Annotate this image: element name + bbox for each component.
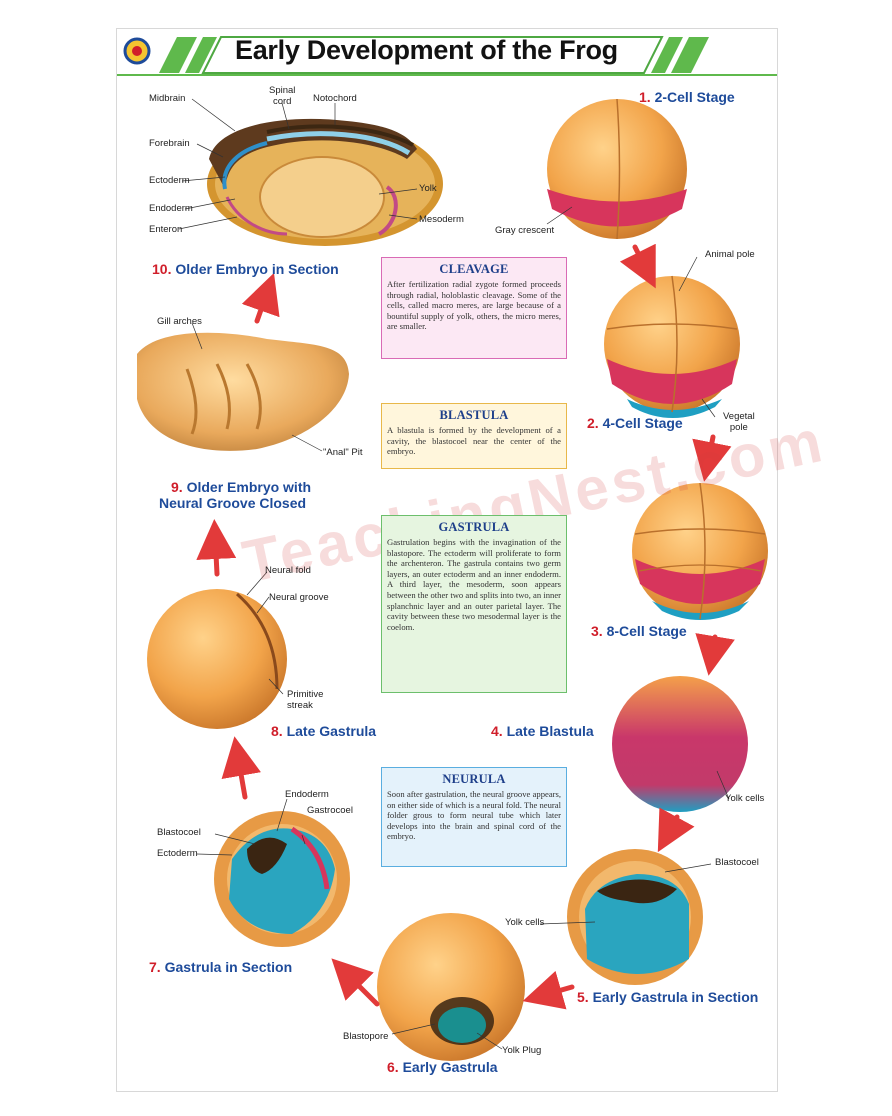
label-yolk-cells-early-gastrula: Yolk cells: [505, 917, 545, 928]
label-endoderm-top: Endoderm: [149, 203, 193, 214]
label-yolk-cells-blastula: Yolk cells: [725, 793, 765, 804]
info-box-gastrula-text: Gastrulation begins with the invaginatio…: [387, 537, 561, 632]
info-box-blastula-title: BLASTULA: [439, 408, 509, 422]
stage-label-gastrula-section: 7. Gastrula in Section: [149, 959, 293, 975]
label-midbrain: Midbrain: [149, 93, 186, 104]
cycle-arrows: [196, 243, 735, 1010]
stage-label-late-blastula: 4. Late Blastula: [491, 723, 594, 739]
label-anal-pit: "Anal" Pit: [323, 447, 363, 458]
label-blastocoel-gastrula: Blastocoel: [157, 827, 201, 838]
label-ectoderm-top: Ectoderm: [149, 175, 190, 186]
label-mesoderm: Mesoderm: [419, 214, 464, 225]
info-box-cleavage-text: After fertilization radial zygote formed…: [387, 279, 561, 332]
label-endoderm-gastrula: Endoderm: [285, 789, 329, 800]
label-blastocoel-early-gastrula: Blastocoel: [715, 857, 759, 868]
label-neural-fold: Neural fold: [265, 565, 311, 576]
label-gray-crescent: Gray crescent: [495, 225, 555, 236]
info-box-gastrula-title: GASTRULA: [438, 520, 510, 534]
stage-label-early-gastrula-section: 5. Early Gastrula in Section: [577, 989, 759, 1005]
label-gill-arches: Gill arches: [157, 316, 202, 327]
header: Early Development of the Frog: [117, 29, 777, 77]
stage-label-older-embryo-section: 10. Older Embryo in Section: [152, 261, 339, 277]
page-title: Early Development of the Frog: [235, 35, 618, 65]
label-yolk: Yolk: [419, 183, 437, 194]
late-gastrula-illustration: [147, 589, 287, 729]
label-forebrain: Forebrain: [149, 138, 190, 149]
chart-sheet: Early Development of the Frog: [116, 28, 831, 1092]
info-box-neurula-text: Soon after gastrulation, the neural groo…: [387, 789, 561, 842]
label-animal-pole: Animal pole: [705, 249, 755, 260]
label-neural-groove: Neural groove: [269, 592, 329, 603]
info-box-neurula-title: NEURULA: [442, 772, 506, 786]
older-embryo-section-illustration: [207, 118, 443, 246]
diagram-illustrations: [137, 98, 768, 1061]
gastrula-section-illustration: [214, 811, 350, 947]
stage-label-early-gastrula: 6. Early Gastrula: [387, 1059, 498, 1075]
stage-label-4-cell: 2. 4-Cell Stage: [587, 415, 683, 431]
stage-label-8-cell: 3. 8-Cell Stage: [591, 623, 687, 639]
label-ectoderm-gastrula: Ectoderm: [157, 848, 198, 859]
late-blastula-illustration: [612, 676, 748, 812]
two-cell-stage-illustration: [547, 98, 687, 240]
info-box-gastrula: GASTRULA Gastrulation begins with the in…: [381, 515, 567, 693]
info-box-blastula: BLASTULA A blastula is formed by the dev…: [381, 403, 567, 469]
leader-lines: [178, 98, 730, 1050]
stage-label-2-cell: 1. 2-Cell Stage: [639, 89, 735, 105]
label-gastrocoel: Gastrocoel: [307, 805, 353, 816]
label-yolk-plug: Yolk Plug: [502, 1045, 542, 1056]
info-box-blastula-text: A blastula is formed by the development …: [387, 425, 561, 457]
stage-label-neural-groove-closed: 9. Older Embryo with Neural Groove Close…: [159, 479, 312, 511]
info-box-cleavage-title: CLEAVAGE: [439, 262, 509, 276]
early-gastrula-illustration: [377, 913, 525, 1061]
info-box-neurula: NEURULA Soon after gastrulation, the neu…: [381, 767, 567, 867]
label-enteron: Enteron: [149, 224, 183, 235]
early-gastrula-section-illustration: [567, 849, 703, 985]
publisher-logo-icon: [123, 37, 151, 65]
header-banner: [117, 36, 777, 76]
four-cell-stage-illustration: [604, 275, 740, 418]
label-blastopore: Blastopore: [343, 1031, 389, 1042]
older-embryo-neural-groove-illustration: [137, 332, 349, 451]
eight-cell-stage-illustration: [632, 482, 768, 620]
stage-label-late-gastrula: 8. Late Gastrula: [271, 723, 377, 739]
label-notochord: Notochord: [313, 93, 357, 104]
info-box-cleavage: CLEAVAGE After fertilization radial zygo…: [381, 257, 567, 359]
